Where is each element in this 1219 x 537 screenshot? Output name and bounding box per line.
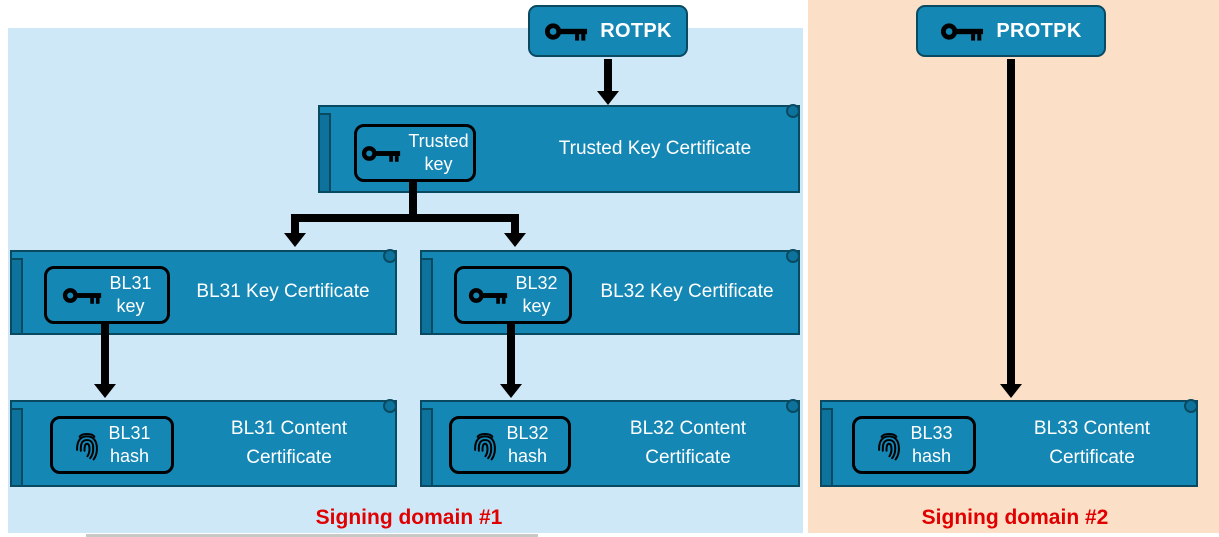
bl31-key-tag: BL31 key xyxy=(44,266,170,324)
scroll-roll xyxy=(318,113,331,193)
tag-line: BL33 xyxy=(910,422,953,443)
arrow-rotpk-to-trusted-line xyxy=(604,59,612,92)
certificate-title: BL32 Content Certificate xyxy=(629,418,747,468)
tag-line: key xyxy=(116,296,145,316)
bl32-key-certificate: BL32 key BL32 Key Certificate xyxy=(420,249,800,335)
branch-left-drop-line xyxy=(291,218,299,234)
scroll-roll xyxy=(420,408,433,487)
bl32-hash-tag: BL32 hash xyxy=(449,416,571,474)
trusted-key-certificate: Trusted key Trusted Key Certificate xyxy=(318,104,800,193)
scroll-curl xyxy=(383,399,397,413)
certificate-title: Trusted Key Certificate xyxy=(558,137,752,159)
bl31-hash-tag: BL31 hash xyxy=(50,416,174,474)
bl32-content-certificate: BL32 hash BL32 Content Certificate xyxy=(420,399,800,487)
scroll-roll xyxy=(820,408,833,487)
scroll-roll xyxy=(420,258,433,335)
arrow-bl32-line xyxy=(507,324,515,384)
arrow-protpk-to-bl33-head xyxy=(1000,384,1022,398)
protpk-label: PROTPK xyxy=(996,19,1082,42)
trusted-key-tag: Trusted key xyxy=(354,124,476,182)
fingerprint-icon xyxy=(474,432,497,461)
tag-line: BL31 xyxy=(108,422,151,443)
key-icon xyxy=(63,287,102,304)
arrow-protpk-to-bl33-line xyxy=(1007,59,1015,384)
bl31-key-certificate: BL31 key BL31 Key Certificate xyxy=(10,249,397,335)
tag-line: Trusted xyxy=(408,130,469,151)
tag-line: BL32 xyxy=(506,422,549,443)
arrow-rotpk-to-trusted-head xyxy=(597,91,619,105)
branch-left-head xyxy=(284,233,306,247)
fingerprint-icon xyxy=(878,432,901,461)
certificate-title: BL31 Key Certificate xyxy=(196,281,370,303)
arrow-bl31-head xyxy=(94,384,116,398)
rotpk-label: ROTPK xyxy=(600,19,672,42)
certificate-title: BL33 Content Certificate xyxy=(1033,418,1151,468)
tag-line: hash xyxy=(109,446,150,466)
key-icon xyxy=(545,22,588,41)
key-icon xyxy=(941,22,984,41)
signing-domain-2-label: Signing domain #2 xyxy=(921,506,1109,529)
branch-horizontal-line xyxy=(291,214,519,222)
arrow-bl32-head xyxy=(500,384,522,398)
branch-stub-line xyxy=(409,181,417,218)
key-icon xyxy=(362,145,401,162)
bl33-content-certificate: BL33 hash BL33 Content Certificate xyxy=(820,399,1198,487)
tag-line: BL31 xyxy=(109,272,152,293)
tag-line: key xyxy=(424,154,453,174)
fingerprint-icon xyxy=(76,432,99,461)
scroll-curl xyxy=(383,249,397,263)
scroll-curl xyxy=(786,399,800,413)
key-icon xyxy=(469,287,508,304)
bl31-content-certificate: BL31 hash BL31 Content Certificate xyxy=(10,399,397,487)
tag-line: hash xyxy=(911,446,952,466)
scroll-curl xyxy=(786,249,800,263)
protpk-node: PROTPK xyxy=(916,5,1106,57)
certificate-title: BL31 Content Certificate xyxy=(230,418,348,468)
tag-line: key xyxy=(522,296,551,316)
bottom-edge-artifact xyxy=(86,534,538,537)
certificate-title: BL32 Key Certificate xyxy=(600,281,774,303)
signing-domain-1-label: Signing domain #1 xyxy=(315,506,503,529)
bl33-hash-tag: BL33 hash xyxy=(852,416,976,474)
scroll-roll xyxy=(10,408,23,487)
rotpk-node: ROTPK xyxy=(528,5,688,57)
branch-right-head xyxy=(504,233,526,247)
arrow-bl31-line xyxy=(101,324,109,384)
branch-right-drop-line xyxy=(511,218,519,234)
scroll-roll xyxy=(10,258,23,335)
scroll-curl xyxy=(786,104,800,118)
scroll-curl xyxy=(1184,399,1198,413)
tag-line: BL32 xyxy=(515,272,558,293)
tag-line: hash xyxy=(507,446,548,466)
bl32-key-tag: BL32 key xyxy=(454,266,572,324)
